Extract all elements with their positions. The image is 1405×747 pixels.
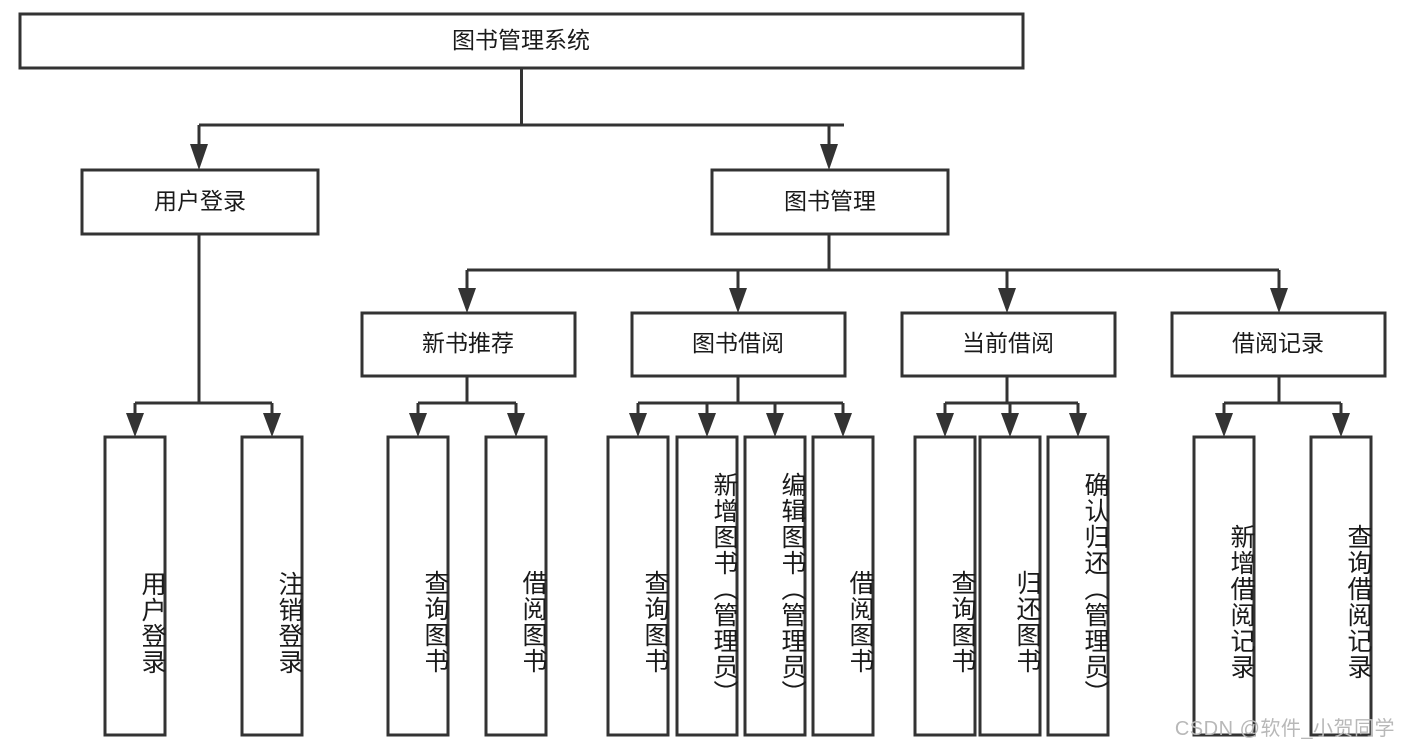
node-book-manage-label: 图书管理 <box>784 188 876 214</box>
arrow-head-br-1 <box>1215 413 1233 437</box>
leaf-box-borrow-record-2[interactable] <box>1309 435 1373 737</box>
leaf-box-book-borrow-3[interactable] <box>743 435 807 737</box>
connector-group-new-book-leaves <box>409 376 525 437</box>
node-new-book-recommend-label: 新书推荐 <box>422 330 514 356</box>
node-book-manage[interactable]: 图书管理 <box>710 168 950 236</box>
node-borrow-record-label: 借阅记录 <box>1232 330 1324 356</box>
arrow-head-bb-1 <box>629 413 647 437</box>
arrow-head-cb-2 <box>1001 413 1019 437</box>
arrow-head-new-book <box>458 288 476 313</box>
node-new-book-recommend-box[interactable] <box>360 311 577 378</box>
leaf-box-book-borrow-2[interactable] <box>675 435 739 737</box>
arrow-head-ul-1 <box>126 413 144 437</box>
node-book-manage-box[interactable] <box>710 168 950 236</box>
arrow-head-borrow-record <box>1270 288 1288 313</box>
leaf-box-new-book-1[interactable] <box>386 435 450 737</box>
arrow-head-current-borrow <box>998 288 1016 313</box>
connector-group-current-borrow-leaves <box>936 376 1087 437</box>
leaf-boxes-book-borrow <box>606 435 875 737</box>
node-root-label: 图书管理系统 <box>452 27 590 53</box>
node-new-book-recommend[interactable]: 新书推荐 <box>360 311 577 378</box>
leaf-box-borrow-record-1[interactable] <box>1192 435 1256 737</box>
leaf-box-book-borrow-1[interactable] <box>606 435 670 737</box>
node-current-borrow-box[interactable] <box>900 311 1117 378</box>
leaf-box-current-borrow-2[interactable] <box>978 435 1042 737</box>
node-root[interactable]: 图书管理系统 <box>18 12 1025 70</box>
node-current-borrow-label: 当前借阅 <box>962 330 1054 356</box>
node-borrow-record-box[interactable] <box>1170 311 1387 378</box>
leaf-boxes-user-login <box>103 435 304 737</box>
node-user-login[interactable]: 用户登录 <box>80 168 320 236</box>
leaf-box-user-login-2[interactable] <box>240 435 304 737</box>
node-user-login-box[interactable] <box>80 168 320 236</box>
connector-group-book-borrow-leaves <box>629 376 852 437</box>
leaf-boxes-new-book <box>386 435 548 737</box>
connector-group-borrow-record-leaves <box>1215 376 1350 437</box>
leaf-boxes-borrow-record <box>1192 435 1373 737</box>
leaf-box-user-login-1[interactable] <box>103 435 167 737</box>
leaf-boxes-current-borrow <box>913 435 1110 737</box>
arrow-head-book-borrow <box>729 288 747 313</box>
connector-group-book-manage-to-level3 <box>458 234 1288 313</box>
arrow-head-bb-3 <box>766 413 784 437</box>
node-user-login-label: 用户登录 <box>154 188 246 214</box>
arrow-head-cb-3 <box>1069 413 1087 437</box>
node-book-borrow[interactable]: 图书借阅 <box>630 311 847 378</box>
node-borrow-record[interactable]: 借阅记录 <box>1170 311 1387 378</box>
arrow-head-user-login <box>190 144 208 170</box>
leaf-box-book-borrow-4[interactable] <box>811 435 875 737</box>
arrow-head-br-2 <box>1332 413 1350 437</box>
node-root-box[interactable] <box>18 12 1025 70</box>
leaf-box-current-borrow-3[interactable] <box>1046 435 1110 737</box>
connector-group-root-to-level2 <box>190 68 844 170</box>
arrow-head-ul-2 <box>263 413 281 437</box>
leaf-box-current-borrow-1[interactable] <box>913 435 977 737</box>
leaf-box-new-book-2[interactable] <box>484 435 548 737</box>
arrow-head-book-manage <box>820 144 838 170</box>
arrow-head-bb-2 <box>698 413 716 437</box>
arrow-head-nb-2 <box>507 413 525 437</box>
arrow-head-bb-4 <box>834 413 852 437</box>
csdn-watermark: CSDN @软件_小贺同学 <box>1174 718 1395 740</box>
node-book-borrow-box[interactable] <box>630 311 847 378</box>
arrow-head-cb-1 <box>936 413 954 437</box>
node-current-borrow[interactable]: 当前借阅 <box>900 311 1117 378</box>
node-book-borrow-label: 图书借阅 <box>692 330 784 356</box>
connector-group-user-login-leaves <box>126 234 281 437</box>
arrow-head-nb-1 <box>409 413 427 437</box>
